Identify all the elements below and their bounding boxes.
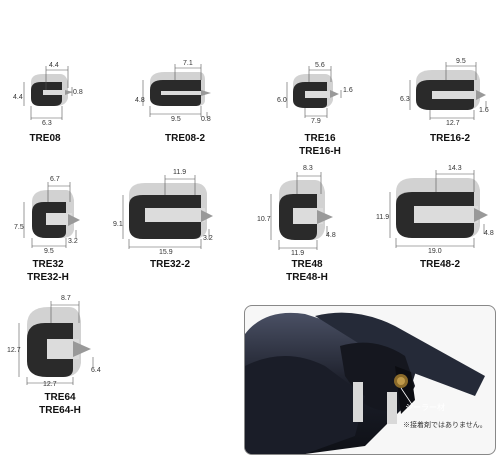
dim-left: 12.7 <box>7 347 21 354</box>
dim-bottom: 7.9 <box>311 118 321 125</box>
dim-bottom: 9.5 <box>171 116 181 123</box>
model-name: TRE32-2 <box>149 259 190 270</box>
profile-drawing-TRE08-2 <box>142 64 211 118</box>
model-name: TRE32-H <box>27 272 69 283</box>
dim-top: 14.3 <box>448 165 462 172</box>
model-name: TRE16-2 <box>429 133 470 144</box>
dim-left: 11.9 <box>376 214 390 221</box>
product-TRE08: 4.4 0.8 4.4 6.3 TRE08 <box>10 60 83 160</box>
dim-right: 6.4 <box>91 367 101 374</box>
profile-drawing-TRE48 <box>270 172 333 250</box>
model-name: TRE16-H <box>299 146 341 157</box>
model-name: TRE64-H <box>39 405 81 416</box>
model-name-TRE32: TRE32 TRE32-H <box>18 258 78 284</box>
dim-top: 8.3 <box>303 165 313 172</box>
dim-left: 4.4 <box>13 94 23 101</box>
dim-right: 4.8 <box>326 232 336 239</box>
product-TRE32: 6.7 7.5 9.5 3.2 TRE32 TRE32-H <box>10 176 90 290</box>
model-name-TRE16-2: TRE16-2 <box>420 132 480 145</box>
model-name: TRE08-2 <box>164 133 205 144</box>
photo-note: ※接着剤ではありません。 <box>403 422 487 429</box>
dim-left: 7.5 <box>14 224 24 231</box>
dim-top: 8.7 <box>61 295 71 302</box>
dim-bottom: 12.7 <box>43 381 57 388</box>
product-TRE48: 8.3 10.7 11.9 4.8 TRE48 TRE48-H <box>255 165 355 290</box>
profile-drawing-TRE48-2 <box>389 170 488 248</box>
product-TRE08-2: 7.1 4.8 9.5 0.8 TRE08-2 <box>135 60 230 160</box>
dim-bottom: 6.3 <box>42 120 52 127</box>
dim-left: 9.1 <box>113 221 123 228</box>
dim-top: 9.5 <box>456 58 466 65</box>
model-name-TRE64: TRE64 TRE64-H <box>25 391 95 417</box>
model-name: TRE08 <box>29 133 61 144</box>
dim-left: 4.8 <box>135 97 145 104</box>
dim-right: 1.6 <box>343 87 353 94</box>
dim-right: 3.2 <box>68 238 78 245</box>
dim-top: 5.6 <box>315 62 325 69</box>
model-name: TRE32 <box>32 259 64 270</box>
dim-bottom: 12.7 <box>446 120 460 127</box>
trim-seal-photo <box>245 312 485 454</box>
model-name: TRE16 <box>304 133 336 144</box>
dim-top: 11.9 <box>173 169 187 176</box>
dim-left: 6.3 <box>400 96 410 103</box>
sealer-label: シーラー材 <box>405 403 445 412</box>
dim-right: 3.2 <box>203 235 213 242</box>
dim-bottom: 15.9 <box>159 249 173 256</box>
model-name: TRE48-2 <box>419 259 460 270</box>
dim-top: 6.7 <box>50 176 60 183</box>
product-TRE16: 5.6 1.6 6.0 7.9 TRE16 TRE16-H <box>275 60 355 160</box>
model-name-TRE08: TRE08 <box>20 132 70 145</box>
product-TRE64: 8.7 12.7 12.7 6.4 TRE64 TRE64-H <box>5 295 115 420</box>
profile-drawing-TRE32 <box>23 182 80 248</box>
profile-drawing-TRE16 <box>286 66 342 118</box>
profile-drawing-TRE64 <box>18 301 94 385</box>
dim-left: 10.7 <box>257 216 271 223</box>
product-photo: シーラー材 ※接着剤ではありません。 <box>244 305 496 455</box>
model-name: TRE64 <box>44 392 76 403</box>
model-name: TRE48-H <box>286 272 328 283</box>
dim-top: 4.4 <box>49 62 59 69</box>
model-name: TRE48 <box>291 259 323 270</box>
model-name-TRE08-2: TRE08-2 <box>155 132 215 145</box>
dim-right: 0.8 <box>73 89 83 96</box>
dim-bottom: 19.0 <box>428 248 442 255</box>
dim-left: 6.0 <box>277 97 287 104</box>
product-TRE32-2: 11.9 9.1 15.9 3.2 TRE32-2 <box>113 169 225 285</box>
dim-right: 0.8 <box>201 116 211 123</box>
model-name-TRE32-2: TRE32-2 <box>140 258 200 271</box>
product-TRE48-2: 14.3 11.9 19.0 4.8 TRE48-2 <box>376 165 498 278</box>
profile-drawing-TRE08 <box>23 66 73 120</box>
dim-top: 7.1 <box>183 60 193 67</box>
dim-bottom: 11.9 <box>291 250 305 257</box>
dim-right: 4.8 <box>484 230 494 237</box>
dim-right: 1.6 <box>479 107 489 114</box>
dim-bottom: 9.5 <box>44 248 54 255</box>
profile-drawing-TRE16-2 <box>409 62 487 120</box>
model-name-TRE16: TRE16 TRE16-H <box>290 132 350 158</box>
product-TRE16-2: 9.5 6.3 1.6 12.7 TRE16-2 <box>400 58 495 160</box>
profile-drawing-TRE32-2 <box>122 175 213 249</box>
model-name-TRE48: TRE48 TRE48-H <box>277 258 337 284</box>
model-name-TRE48-2: TRE48-2 <box>410 258 470 271</box>
